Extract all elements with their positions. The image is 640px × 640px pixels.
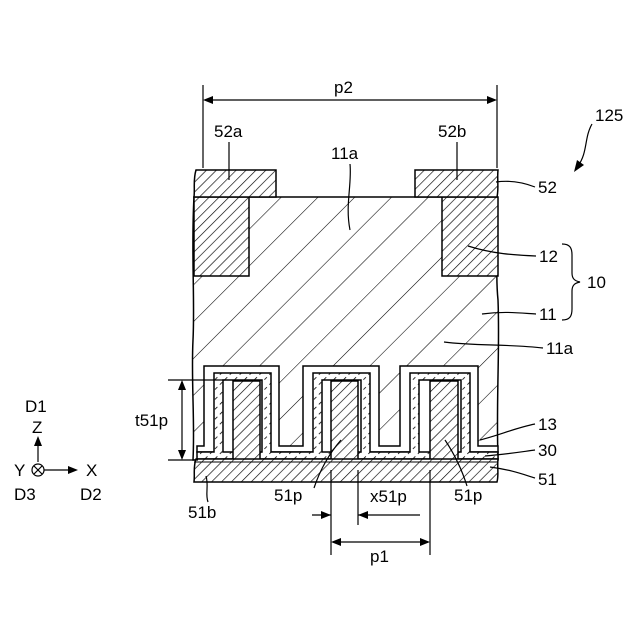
- label-11a-mid: 11a: [546, 339, 574, 358]
- label-51p-right: 51p: [454, 486, 482, 505]
- label-x51p: x51p: [370, 487, 407, 506]
- pillar-51p-2: [331, 381, 358, 461]
- label-t51p: t51p: [135, 411, 168, 430]
- electrode-52a: [194, 170, 276, 197]
- axes-indicator: D1 Z Y X D3 D2: [14, 397, 102, 504]
- axis-d2: D2: [80, 485, 102, 504]
- label-13: 13: [538, 415, 557, 434]
- axis-x: X: [86, 461, 97, 480]
- label-52a: 52a: [214, 122, 243, 141]
- axis-d3: D3: [14, 485, 36, 504]
- label-125: 125: [595, 106, 623, 125]
- label-11: 11: [539, 305, 557, 324]
- pillar-51p-1: [233, 381, 260, 461]
- label-51p-left: 51p: [274, 486, 302, 505]
- layer-12-left: [194, 197, 249, 276]
- label-10: 10: [587, 273, 606, 292]
- pillar-51p-3: [430, 381, 458, 461]
- layer-12-right: [442, 197, 498, 276]
- axis-z: Z: [32, 418, 42, 437]
- axis-y: Y: [14, 461, 25, 480]
- label-p1: p1: [370, 547, 389, 566]
- label-52b: 52b: [438, 122, 466, 141]
- label-12: 12: [539, 247, 558, 266]
- label-30: 30: [538, 441, 557, 460]
- label-51b: 51b: [188, 503, 216, 522]
- axis-d1: D1: [25, 397, 47, 416]
- label-52: 52: [538, 178, 557, 197]
- label-p2: p2: [334, 78, 353, 97]
- label-11a-top: 11a: [331, 144, 359, 163]
- label-51: 51: [538, 470, 557, 489]
